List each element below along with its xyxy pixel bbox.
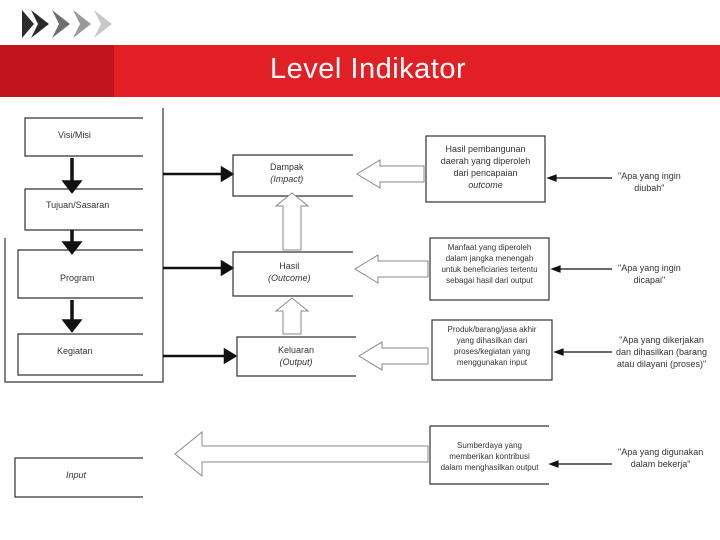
chevron-icon <box>94 10 112 38</box>
keluaran-label: Keluaran(Output) <box>278 345 315 367</box>
tujuan-sasaran-label: Tujuan/Sasaran <box>46 200 110 210</box>
chevron-decoration <box>22 10 112 38</box>
input-label: Input <box>66 470 87 480</box>
chevron-icon <box>52 10 70 38</box>
left-column-frame <box>4 108 164 498</box>
visi-misi-label: Visi/Misi <box>58 130 91 140</box>
hasil-label: Hasil(Outcome) <box>268 261 311 283</box>
chevron-icon <box>73 10 91 38</box>
header-bar <box>114 45 720 97</box>
slide-title: Level Indikator <box>270 53 467 85</box>
dampak-label: Dampak(Impact) <box>270 162 304 184</box>
header-accent <box>0 45 114 97</box>
program-label: Program <box>60 273 95 283</box>
kegiatan-label: Kegiatan <box>57 346 93 356</box>
chevron-icon <box>31 10 49 38</box>
chevron-icon <box>22 10 34 38</box>
